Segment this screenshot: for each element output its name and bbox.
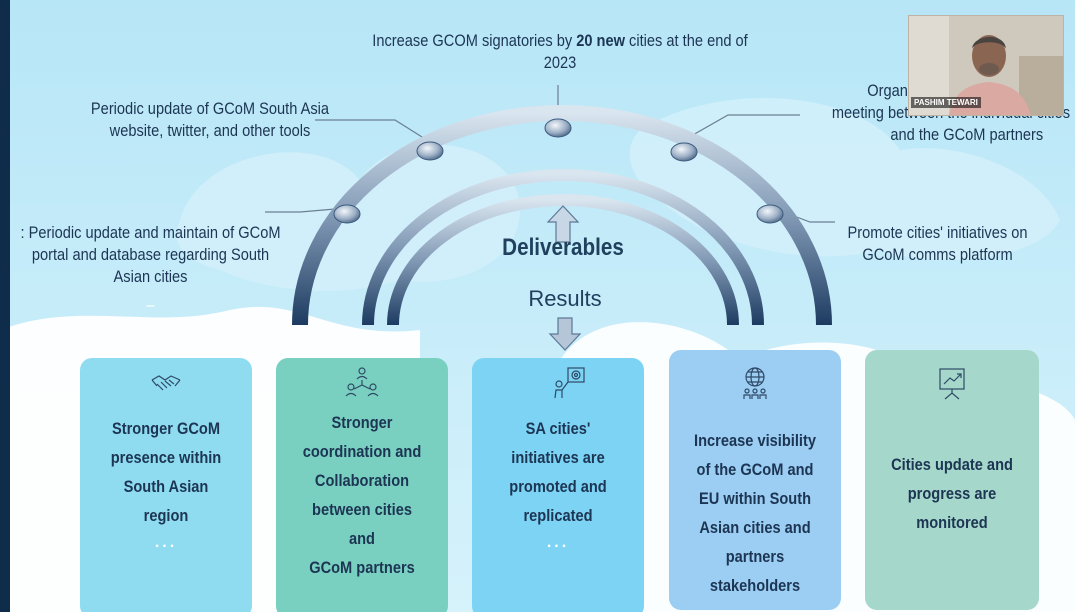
- card-line: Asian cities and: [699, 518, 811, 537]
- card-line: of the GCoM and: [696, 460, 814, 479]
- card-line: partners: [725, 547, 785, 566]
- goal-top-left-line: Periodic update of GCoM South Asia: [90, 99, 330, 118]
- arc-knobs: [333, 118, 784, 224]
- card-line: and: [348, 529, 375, 548]
- team-network-icon: [345, 367, 379, 397]
- results-label: Results: [528, 286, 602, 311]
- card-line: replicated: [523, 506, 593, 525]
- up-arrow-icon: [546, 205, 580, 243]
- knob-lower-right: [756, 204, 784, 224]
- card-line: SA cities': [525, 419, 591, 438]
- goal-top-center-year: 2023: [543, 53, 577, 72]
- result-card-presence: Stronger GCoM presence within South Asia…: [80, 358, 252, 612]
- card-line: promoted and: [509, 477, 607, 496]
- presenter-target-icon: [554, 367, 585, 399]
- goal-top-left: Periodic update of GCoM South Asia websi…: [64, 98, 356, 142]
- handshake-icon: [151, 375, 181, 391]
- knob-top: [544, 118, 572, 138]
- goal-mid-left-dash: –: [146, 295, 155, 314]
- goal-mid-left-line: portal and database regarding South: [31, 245, 270, 264]
- card-line: South Asian: [123, 477, 209, 496]
- participant-name-label: PASHIM TEWARI: [911, 97, 981, 108]
- result-card-initiatives: SA cities' initiatives are promoted and …: [472, 358, 644, 612]
- card-line: between cities: [312, 500, 412, 519]
- inner-arc: [387, 194, 739, 326]
- card-line: region: [143, 506, 189, 525]
- goal-top-right-line: and the GCoM partners: [890, 125, 1044, 144]
- card-line: monitored: [916, 513, 988, 532]
- left-window-edge: [0, 0, 10, 612]
- card-text: Stronger coordination and Collaboration …: [288, 408, 436, 582]
- goal-mid-right-line: GCoM comms platform: [862, 245, 1013, 264]
- knob-upper-right: [670, 142, 698, 162]
- goal-top-center-emphasis: 20 new: [576, 31, 625, 50]
- card-line: presence within: [110, 448, 222, 467]
- card-text: Cities update and progress are monitored: [877, 450, 1027, 537]
- card-ellipsis: ...: [546, 534, 570, 551]
- card-line: GCoM partners: [309, 558, 415, 577]
- knob-upper-left: [416, 141, 444, 161]
- card-line: Cities update and: [891, 455, 1013, 474]
- card-text: Increase visibility of the GCoM and EU w…: [681, 426, 829, 600]
- down-arrow-icon: [548, 317, 582, 351]
- goal-top-center: Increase GCOM signatories by 20 new citi…: [354, 30, 767, 74]
- card-line: Stronger GCoM: [111, 419, 221, 438]
- goal-mid-left-line: : Periodic update and maintain of GCoM: [20, 223, 281, 242]
- card-line: Increase visibility: [694, 431, 816, 450]
- goal-top-center-text-end: cities at the end of: [624, 31, 748, 50]
- card-line: coordination and: [302, 442, 422, 461]
- goal-mid-right-line: Promote cities' initiatives on: [847, 223, 1028, 242]
- participant-video-tile[interactable]: PASHIM TEWARI: [908, 15, 1064, 116]
- card-line: EU within South: [698, 489, 812, 508]
- goal-mid-left-line: Asian cities: [113, 267, 188, 286]
- card-line: stakeholders: [709, 576, 801, 595]
- growth-chart-icon: [939, 368, 965, 400]
- card-line: Stronger: [331, 413, 393, 432]
- goal-mid-left: : Periodic update and maintain of GCoM p…: [0, 222, 301, 316]
- card-line: Collaboration: [314, 471, 410, 490]
- card-line: progress are: [907, 484, 997, 503]
- card-text: SA cities' initiatives are promoted and …: [484, 414, 632, 530]
- outer-arc: [292, 105, 832, 326]
- result-card-monitoring: Cities update and progress are monitored: [865, 350, 1039, 610]
- knob-lower-left: [333, 204, 361, 224]
- card-text: Stronger GCoM presence within South Asia…: [92, 414, 240, 530]
- deliverables-label: Deliverables: [502, 234, 624, 261]
- cloud-shape-upper-right: [629, 97, 1060, 260]
- card-line: initiatives are: [511, 448, 605, 467]
- result-card-visibility: Increase visibility of the GCoM and EU w…: [669, 350, 841, 610]
- goal-top-center-text: Increase GCOM signatories by: [372, 31, 577, 50]
- middle-arc: [362, 169, 764, 326]
- goal-top-left-line: website, twitter, and other tools: [109, 121, 311, 140]
- globe-people-icon: [743, 367, 767, 399]
- result-card-coordination: Stronger coordination and Collaboration …: [276, 358, 448, 612]
- card-ellipsis: ...: [154, 534, 178, 551]
- goal-mid-right: Promote cities' initiatives on GCoM comm…: [819, 222, 1056, 266]
